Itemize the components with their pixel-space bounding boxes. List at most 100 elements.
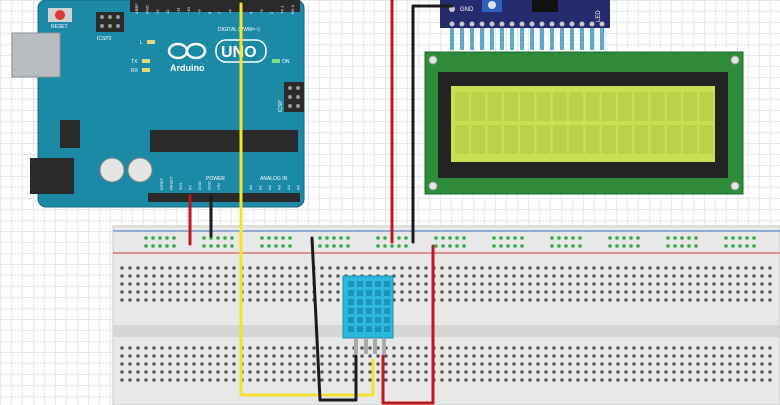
breadboard-hole[interactable] — [712, 362, 716, 366]
breadboard-hole[interactable] — [640, 282, 644, 286]
breadboard-hole[interactable] — [200, 298, 204, 302]
breadboard-hole[interactable] — [648, 282, 652, 286]
breadboard-hole[interactable] — [400, 362, 404, 366]
rail-hole[interactable] — [151, 236, 155, 240]
breadboard-hole[interactable] — [144, 354, 148, 358]
breadboard-hole[interactable] — [288, 290, 292, 294]
breadboard-hole[interactable] — [696, 290, 700, 294]
breadboard-hole[interactable] — [720, 370, 724, 374]
breadboard-hole[interactable] — [232, 290, 236, 294]
breadboard-hole[interactable] — [656, 298, 660, 302]
rail-hole[interactable] — [216, 244, 220, 248]
breadboard-hole[interactable] — [488, 354, 492, 358]
breadboard-hole[interactable] — [752, 354, 756, 358]
breadboard-hole[interactable] — [272, 266, 276, 270]
breadboard-hole[interactable] — [664, 378, 668, 382]
breadboard-hole[interactable] — [384, 370, 388, 374]
breadboard-hole[interactable] — [336, 346, 340, 350]
breadboard-hole[interactable] — [168, 346, 172, 350]
breadboard-hole[interactable] — [224, 362, 228, 366]
breadboard-hole[interactable] — [248, 354, 252, 358]
breadboard-hole[interactable] — [656, 290, 660, 294]
breadboard-hole[interactable] — [560, 354, 564, 358]
breadboard-hole[interactable] — [584, 378, 588, 382]
breadboard-hole[interactable] — [408, 290, 412, 294]
breadboard-hole[interactable] — [328, 378, 332, 382]
breadboard-hole[interactable] — [504, 346, 508, 350]
breadboard-hole[interactable] — [696, 298, 700, 302]
breadboard-hole[interactable] — [512, 298, 516, 302]
breadboard-hole[interactable] — [120, 266, 124, 270]
breadboard-hole[interactable] — [424, 266, 428, 270]
rail-hole[interactable] — [209, 244, 213, 248]
rail-hole[interactable] — [455, 236, 459, 240]
rail-hole[interactable] — [441, 244, 445, 248]
rail-hole[interactable] — [564, 244, 568, 248]
breadboard-hole[interactable] — [296, 290, 300, 294]
breadboard-hole[interactable] — [448, 378, 452, 382]
breadboard-hole[interactable] — [440, 282, 444, 286]
breadboard-hole[interactable] — [584, 274, 588, 278]
rail-hole[interactable] — [731, 244, 735, 248]
breadboard-hole[interactable] — [272, 290, 276, 294]
rail-hole[interactable] — [564, 236, 568, 240]
breadboard-hole[interactable] — [568, 298, 572, 302]
breadboard-hole[interactable] — [248, 298, 252, 302]
breadboard-hole[interactable] — [568, 370, 572, 374]
breadboard-hole[interactable] — [464, 298, 468, 302]
breadboard-hole[interactable] — [600, 298, 604, 302]
breadboard-hole[interactable] — [208, 354, 212, 358]
breadboard-hole[interactable] — [568, 274, 572, 278]
breadboard-hole[interactable] — [392, 290, 396, 294]
breadboard-hole[interactable] — [400, 346, 404, 350]
breadboard-hole[interactable] — [128, 298, 132, 302]
breadboard-hole[interactable] — [680, 378, 684, 382]
breadboard-hole[interactable] — [320, 298, 324, 302]
breadboard-hole[interactable] — [328, 290, 332, 294]
breadboard-hole[interactable] — [128, 370, 132, 374]
breadboard-hole[interactable] — [200, 274, 204, 278]
rail-hole[interactable] — [629, 236, 633, 240]
breadboard-hole[interactable] — [664, 354, 668, 358]
breadboard-hole[interactable] — [560, 362, 564, 366]
breadboard-hole[interactable] — [616, 370, 620, 374]
breadboard-hole[interactable] — [208, 274, 212, 278]
breadboard-hole[interactable] — [664, 362, 668, 366]
breadboard-hole[interactable] — [472, 274, 476, 278]
breadboard-hole[interactable] — [616, 290, 620, 294]
breadboard-hole[interactable] — [352, 378, 356, 382]
breadboard-hole[interactable] — [600, 354, 604, 358]
breadboard-hole[interactable] — [280, 362, 284, 366]
rail-hole[interactable] — [441, 236, 445, 240]
breadboard-hole[interactable] — [336, 378, 340, 382]
breadboard-hole[interactable] — [440, 378, 444, 382]
breadboard-hole[interactable] — [696, 346, 700, 350]
breadboard-hole[interactable] — [232, 354, 236, 358]
breadboard-hole[interactable] — [328, 298, 332, 302]
breadboard-hole[interactable] — [264, 282, 268, 286]
rail-hole[interactable] — [752, 244, 756, 248]
breadboard-hole[interactable] — [216, 290, 220, 294]
breadboard-hole[interactable] — [736, 378, 740, 382]
breadboard-hole[interactable] — [336, 290, 340, 294]
breadboard-hole[interactable] — [560, 378, 564, 382]
breadboard-hole[interactable] — [192, 274, 196, 278]
breadboard-hole[interactable] — [144, 274, 148, 278]
breadboard-hole[interactable] — [744, 266, 748, 270]
breadboard-hole[interactable] — [752, 346, 756, 350]
breadboard-hole[interactable] — [152, 362, 156, 366]
breadboard-hole[interactable] — [720, 266, 724, 270]
breadboard-hole[interactable] — [528, 290, 532, 294]
breadboard-hole[interactable] — [712, 346, 716, 350]
breadboard-hole[interactable] — [760, 274, 764, 278]
breadboard-hole[interactable] — [312, 354, 316, 358]
breadboard-hole[interactable] — [120, 370, 124, 374]
breadboard-hole[interactable] — [160, 274, 164, 278]
breadboard-hole[interactable] — [336, 266, 340, 270]
breadboard-hole[interactable] — [264, 378, 268, 382]
breadboard-hole[interactable] — [456, 370, 460, 374]
breadboard-hole[interactable] — [144, 290, 148, 294]
breadboard-hole[interactable] — [576, 290, 580, 294]
breadboard-hole[interactable] — [704, 282, 708, 286]
breadboard-hole[interactable] — [448, 290, 452, 294]
